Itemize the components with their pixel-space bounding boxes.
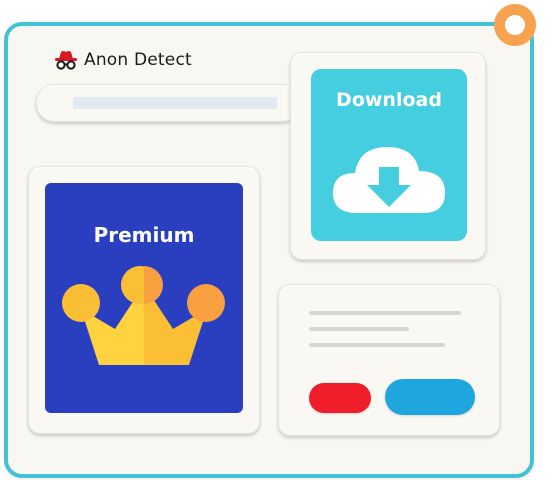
brand-name: Anon Detect (84, 50, 192, 70)
brand-logo: Anon Detect (54, 46, 192, 74)
address-input[interactable] (73, 97, 277, 109)
address-bar[interactable] (36, 84, 300, 122)
text-line (309, 327, 409, 331)
spy-hat-glasses-icon (55, 51, 77, 70)
cloud-download-icon (333, 147, 445, 213)
text-line (309, 311, 461, 315)
ring-decoration (494, 4, 536, 46)
download-label: Download (336, 89, 442, 111)
text-line (309, 343, 445, 347)
crown-icon (62, 266, 225, 365)
download-panel: Download (290, 52, 486, 260)
premium-button[interactable]: Premium (45, 183, 243, 413)
cancel-button[interactable] (309, 383, 371, 413)
download-button[interactable]: Download (311, 69, 467, 241)
premium-panel: Premium (28, 166, 260, 434)
confirm-button[interactable] (385, 379, 475, 415)
dialog-card (278, 284, 500, 436)
premium-label: Premium (93, 223, 195, 247)
